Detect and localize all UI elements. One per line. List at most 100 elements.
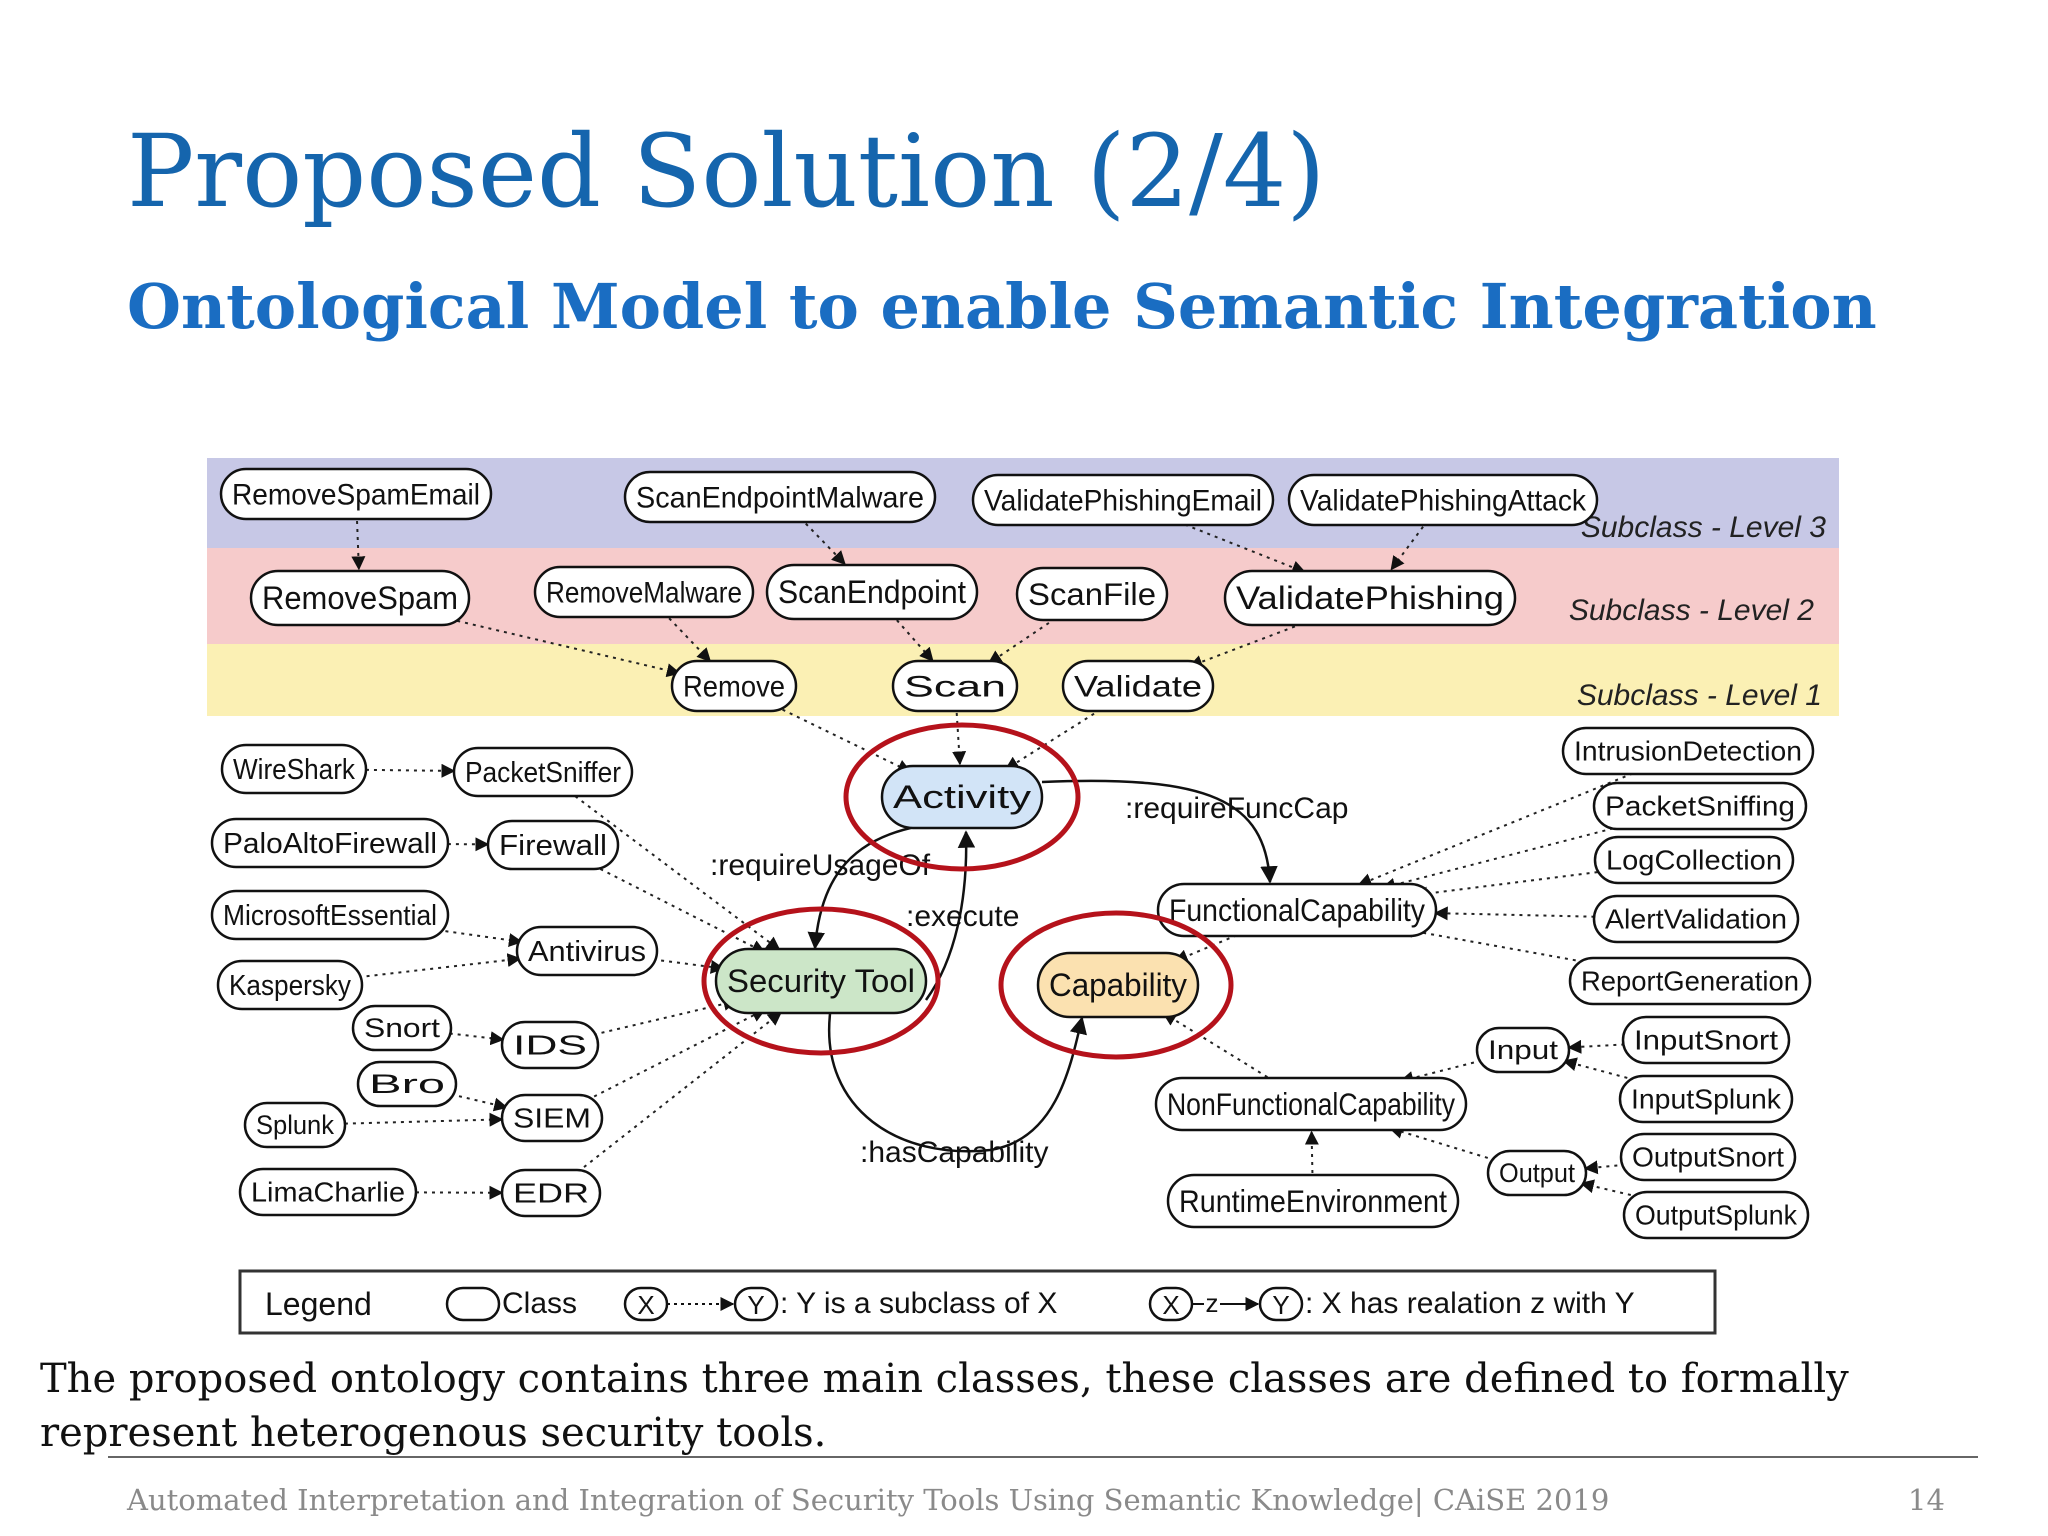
class-label-scan-endpoint-malware: ScanEndpointMalware [636,482,924,515]
class-node-intrusion-detection: IntrusionDetection [1561,726,1815,776]
subclass-edge-intrusion-detection-to-functional-capability [1357,772,1634,887]
class-node-snort: Snort [351,1004,453,1052]
class-node-non-functional-capability: NonFunctionalCapability [1154,1076,1468,1132]
class-label-functional-capability: FunctionalCapability [1169,893,1425,928]
class-node-splunk: Splunk [243,1101,347,1149]
class-node-scan: Scan [891,659,1019,713]
subclass-edge-siem-to-security-tool [586,1008,766,1102]
highlights-layer [701,722,1234,1060]
class-label-remove-malware: RemoveMalware [546,577,742,610]
relation-label--require-usage-of: :requireUsageOf [710,849,931,882]
subclass-edge-ids-to-security-tool [593,997,738,1036]
class-label-packet-sniffer: PacketSniffer [465,757,621,789]
subclass-edge-output-splunk-to-output [1579,1179,1647,1200]
relation-arrow--has-capability [827,1013,1087,1153]
class-label-kaspersky: Kaspersky [229,970,352,1002]
subclass-edge-wire-shark-to-packet-sniffer [365,763,456,778]
class-label-intrusion-detection: IntrusionDetection [1574,736,1802,767]
highlight-ring-security-tool [701,906,941,1056]
class-label-activity: Activity [893,779,1031,815]
edges-layer [344,520,1647,1200]
class-label-runtime-environment: RuntimeEnvironment [1179,1184,1447,1219]
highlight-ring-capability [998,910,1234,1060]
legend-relation-text: : X has realation z with Y [1305,1287,1635,1320]
subclass-edge-scan-endpoint-to-scan [896,619,934,662]
class-label-remove: Remove [683,671,785,704]
class-shape-scan-endpoint-malware [623,470,937,524]
class-label-snort: Snort [364,1013,441,1043]
class-node-output-snort: OutputSnort [1619,1132,1797,1182]
class-shape-packet-sniffer [452,746,634,798]
class-node-packet-sniffer: PacketSniffer [452,746,634,798]
class-shape-lima-charlie [238,1167,418,1217]
legend-class-label: Class [502,1287,577,1320]
class-label-splunk: Splunk [256,1110,335,1140]
relations-layer: :requireFuncCap:requireUsageOf:execute:h… [710,779,1348,1169]
class-shape-security-tool [714,947,928,1015]
relation-label--has-capability: :hasCapability [860,1136,1048,1169]
class-label-report-generation: ReportGeneration [1581,966,1799,997]
subclass-edge-kaspersky-to-antivirus [358,953,522,979]
subclass-edge-snort-to-ids [449,1031,505,1046]
legend-y2-label: Y [1272,1290,1289,1320]
class-node-validate-phishing-email: ValidatePhishingEmail [971,473,1275,527]
class-shape-validate-phishing [1223,569,1517,627]
class-shape-functional-capability [1156,882,1438,938]
class-shape-output [1486,1149,1588,1197]
class-node-remove: Remove [670,659,798,713]
class-node-input: Input [1475,1026,1571,1074]
class-label-scan-file: ScanFile [1028,577,1156,612]
subclass-edge-alert-validation-to-functional-capability [1433,906,1595,921]
class-node-scan-endpoint: ScanEndpoint [765,563,979,621]
subclass-edge-functional-capability-to-capability [1173,934,1238,963]
class-node-input-snort: InputSnort [1621,1015,1791,1065]
class-shape-scan-file [1015,566,1169,622]
class-label-validate-phishing: ValidatePhishing [1236,580,1504,616]
subclass-edge-bro-to-siem [450,1093,509,1112]
legend-class-shape [445,1286,501,1322]
class-node-packet-sniffing: PacketSniffing [1592,781,1808,831]
slide-title: Proposed Solution (2/4) [127,113,1326,230]
band-label-level-2: Subclass - Level 2 [1569,594,1814,627]
class-label-microsoft-essential: MicrosoftEssential [223,900,437,932]
class-shape-edr [500,1168,602,1218]
subclass-edge-splunk-to-siem [344,1112,504,1127]
class-node-remove-malware: RemoveMalware [533,565,755,619]
class-shape-activity [880,764,1044,830]
subclass-edge-report-generation-to-functional-capability [1399,924,1600,966]
class-label-input-splunk: InputSplunk [1631,1084,1781,1115]
class-label-lima-charlie: LimaCharlie [251,1177,405,1208]
subclass-edge-packet-sniffer-to-security-tool [574,795,781,951]
legend: Legend Class X Y : Y is a subclass of X … [238,1269,1717,1335]
class-node-palo-alto-firewall: PaloAltoFirewall [210,817,450,869]
class-label-antivirus: Antivirus [528,936,646,968]
class-label-validate-phishing-email: ValidatePhishingEmail [984,485,1262,518]
subclass-edge-output-to-non-functional-capability [1388,1125,1496,1162]
class-shape-capability [1036,951,1200,1019]
subclass-edge-scan-file-to-scan [987,617,1057,665]
class-node-scan-endpoint-malware: ScanEndpointMalware [623,470,937,524]
class-shape-output-snort [1619,1132,1797,1182]
class-shape-non-functional-capability [1154,1076,1468,1132]
class-label-validate: Validate [1074,671,1202,704]
class-node-antivirus: Antivirus [515,925,659,977]
class-shape-runtime-environment [1166,1173,1460,1229]
subclass-edge-remove-to-activity [774,705,912,773]
legend-x2-label: X [1162,1290,1179,1320]
legend-title: Legend [265,1286,372,1322]
page-number: 14 [1908,1483,1945,1517]
class-node-capability: Capability [1036,951,1200,1019]
subclass-edge-remove-spam-email-to-remove-spam [351,520,366,571]
class-node-edr: EDR [500,1168,602,1218]
class-shape-validate-phishing-attack [1287,473,1599,527]
class-node-security-tool: Security Tool [714,947,928,1015]
class-shape-wire-shark [220,743,368,795]
class-shape-snort [351,1004,453,1052]
class-node-runtime-environment: RuntimeEnvironment [1166,1173,1460,1229]
class-label-output-snort: OutputSnort [1632,1142,1784,1173]
class-shape-input-snort [1621,1015,1791,1065]
subclass-edge-scan-to-activity [952,712,967,766]
highlight-ring-activity [843,722,1081,872]
subclass-edge-remove-spam-to-remove [441,616,681,678]
